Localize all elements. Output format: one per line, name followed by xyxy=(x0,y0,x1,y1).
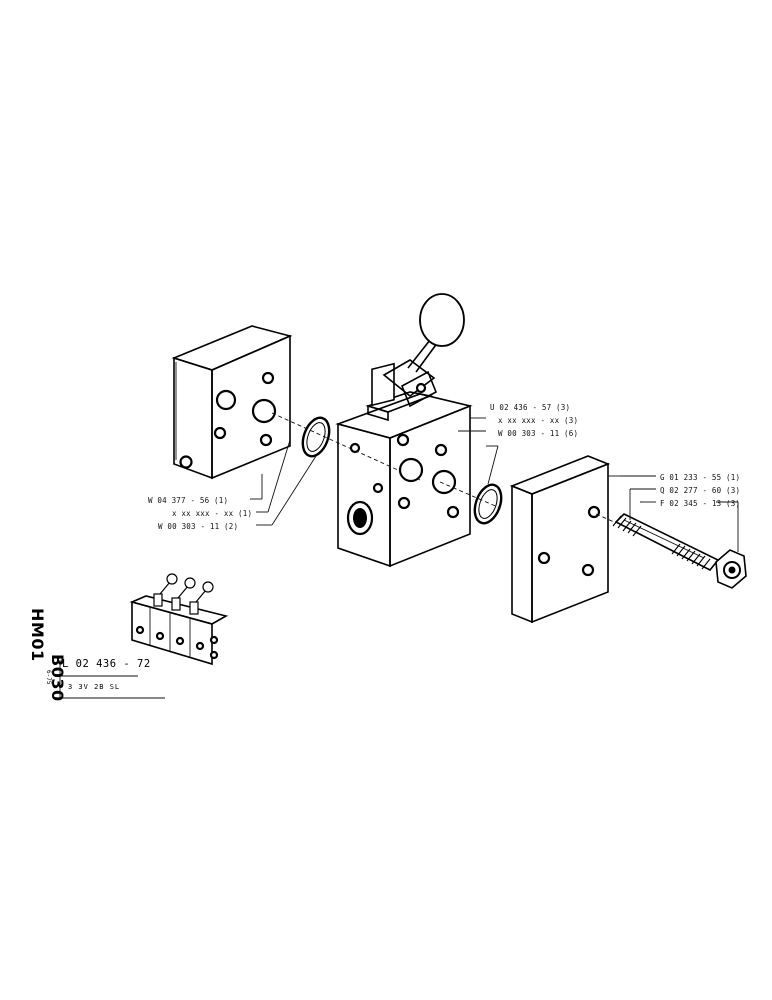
drawing-description: 3 3V 2B SL xyxy=(68,683,121,691)
callout-valve-part: U 02 436 - 57 (3) xyxy=(490,403,570,412)
drawing-code-a: HM01 xyxy=(28,608,47,662)
assembly-thumbnail xyxy=(129,573,229,666)
leader-lines xyxy=(250,417,739,552)
callout-tie-rod: Q 02 277 - 60 (3) xyxy=(660,486,740,495)
title-block-frame xyxy=(59,660,165,700)
tie-rod xyxy=(612,513,720,572)
callout-valve-oring: W 00 303 - 11 (6) xyxy=(498,429,578,438)
callout-valve-seal: x xx xxx - xx (3) xyxy=(498,416,578,425)
callout-end-plate-seal: x xx xxx - xx (1) xyxy=(172,509,252,518)
o-ring-left xyxy=(301,416,331,458)
cover-plate xyxy=(509,455,611,624)
hex-nut xyxy=(715,549,747,589)
callout-cover-plate: G 01 233 - 55 (1) xyxy=(660,473,740,482)
drawing-reference: L 02 436 - 72 xyxy=(62,658,151,670)
drawing-date: 6-75 xyxy=(45,670,52,685)
callout-nut: F 02 345 - 13 (3) xyxy=(660,499,740,508)
valve-body xyxy=(335,393,473,568)
o-ring-right xyxy=(473,483,503,525)
callout-end-plate-oring: W 00 303 - 11 (2) xyxy=(158,522,238,531)
end-plate xyxy=(171,325,293,480)
valve-handle xyxy=(365,293,465,422)
callout-end-plate: W 04 377 - 56 (1) xyxy=(148,496,228,505)
title-block: HM01 B030 6-75 L 02 436 - 72 3 3V 2B SL xyxy=(18,608,168,702)
